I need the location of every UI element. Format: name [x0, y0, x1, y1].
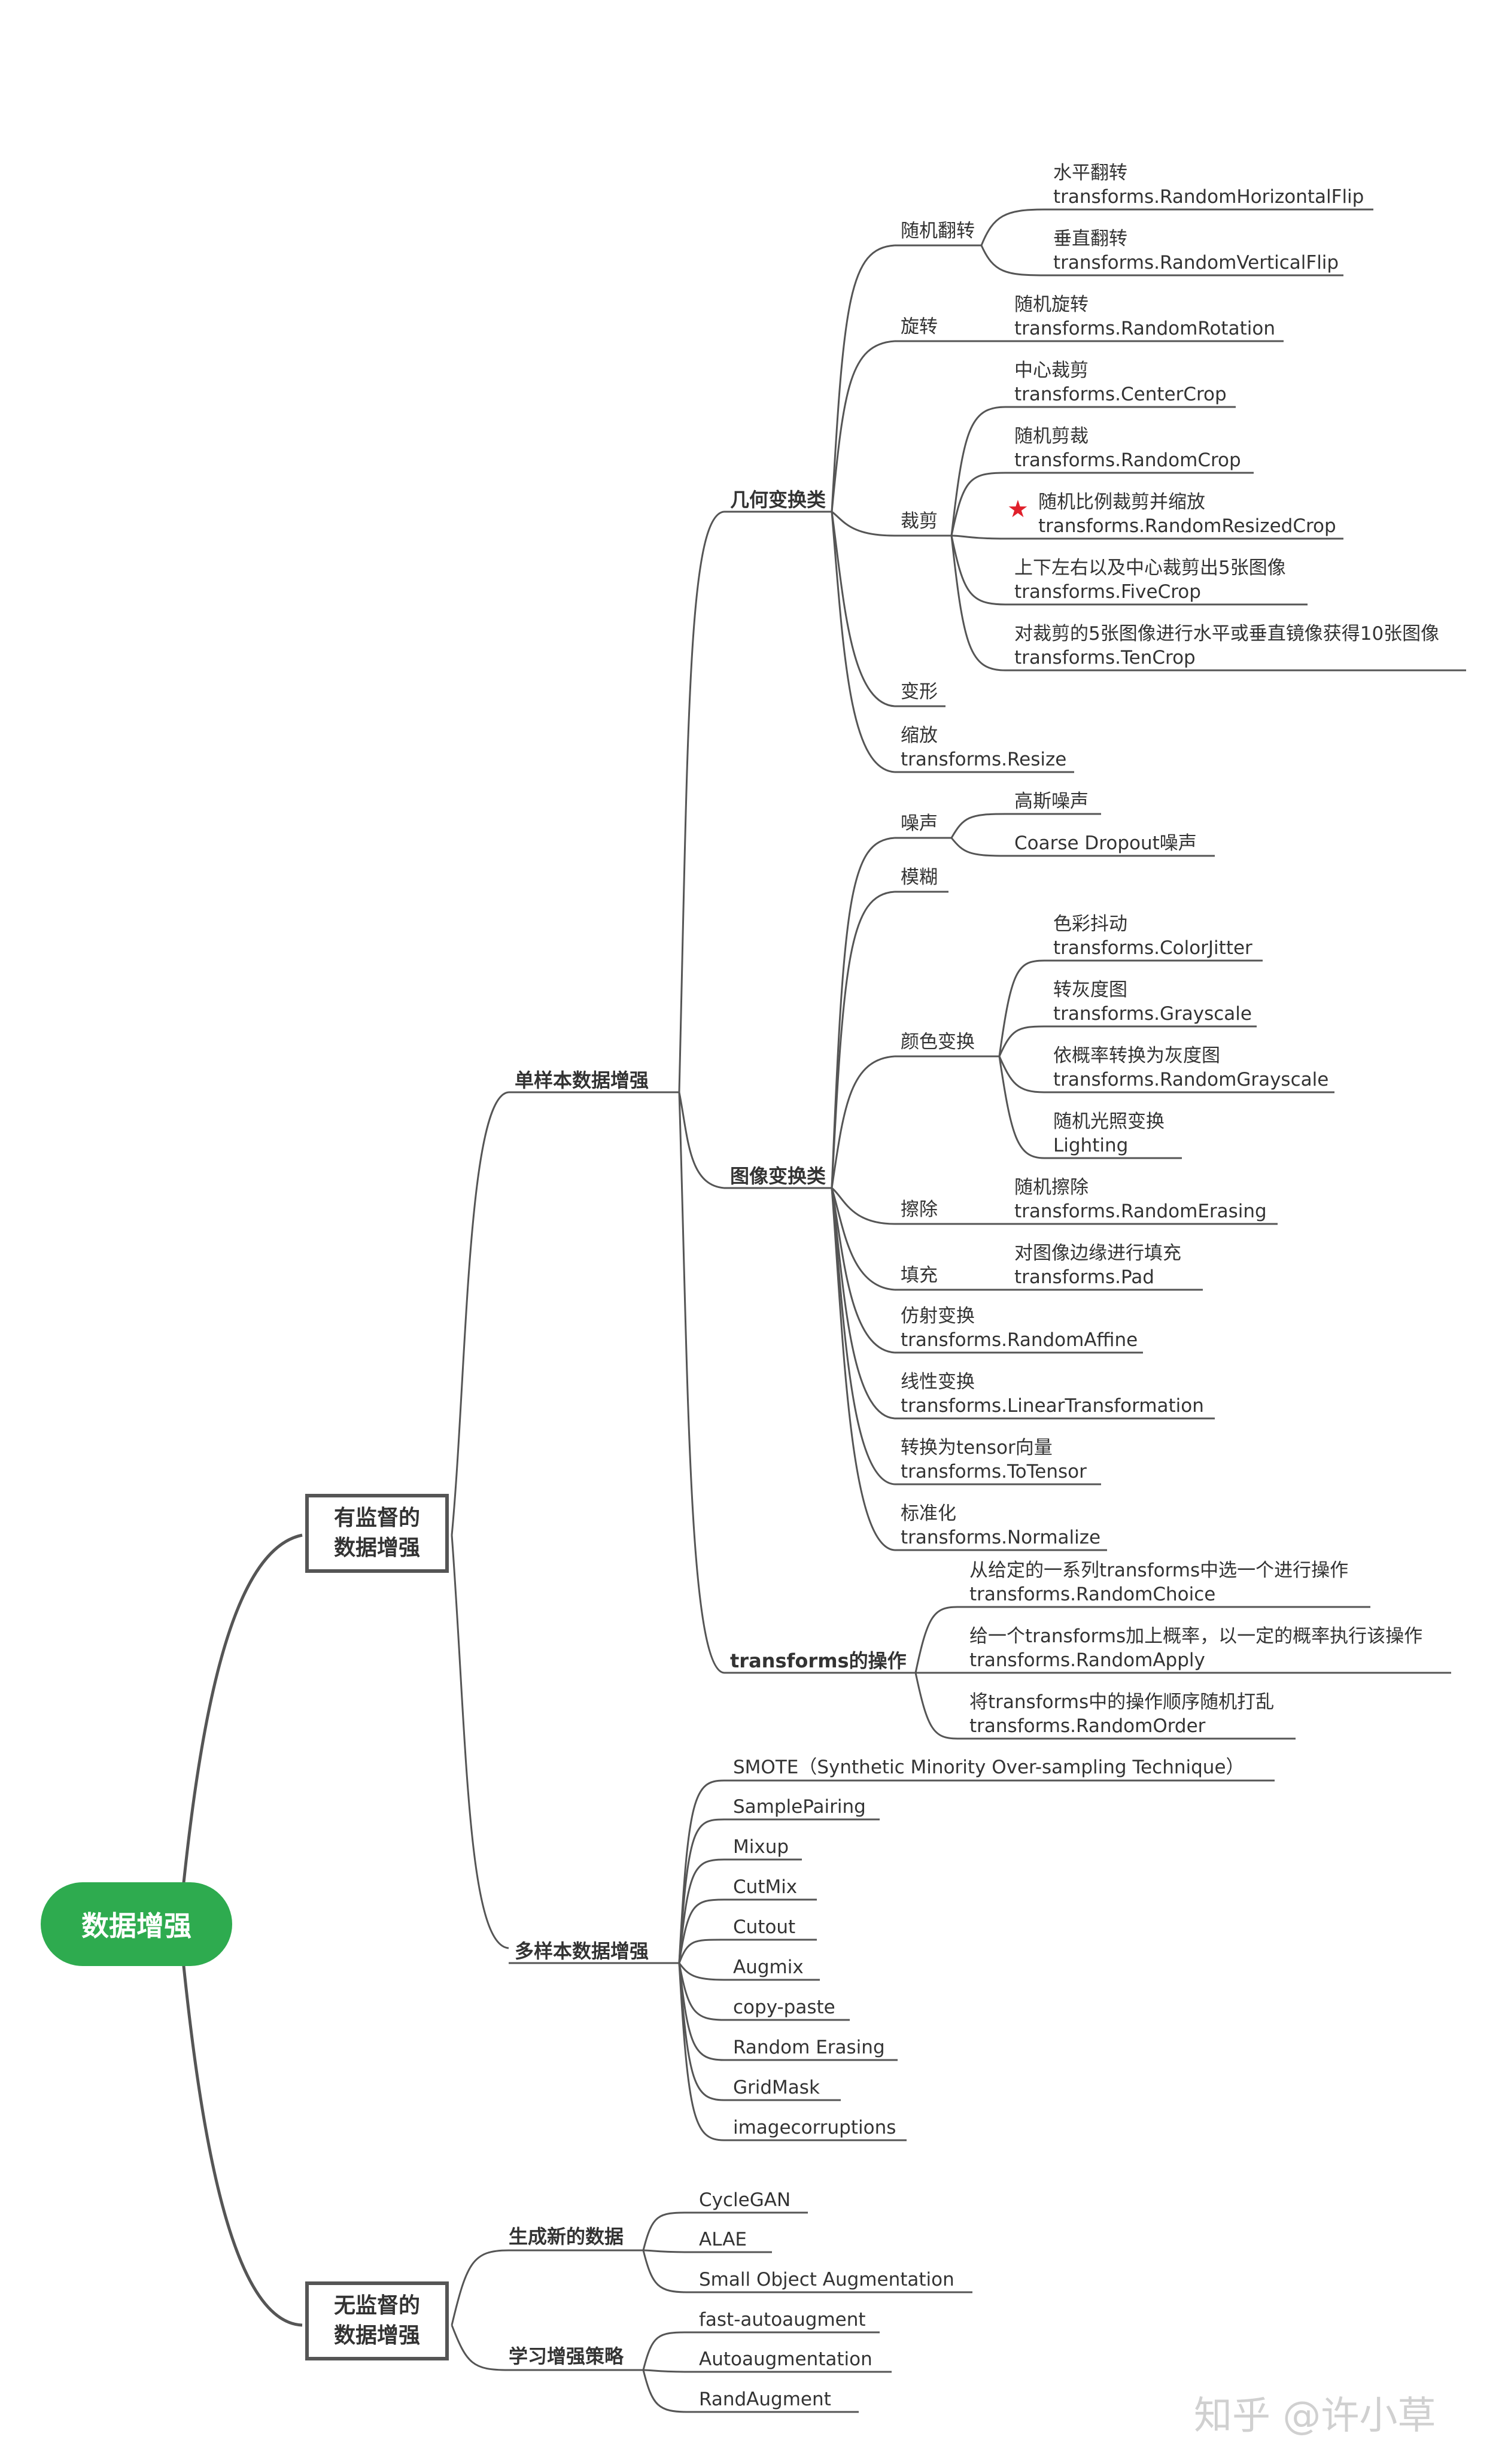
randomorder-api[interactable]: transforms.RandomOrder — [969, 1715, 1206, 1737]
normalize-title: 标准化 — [901, 1503, 956, 1524]
totensor-api[interactable]: transforms.ToTensor — [901, 1461, 1087, 1482]
grayscale-title: 转灰度图 — [1053, 979, 1127, 1001]
totensor-title: 转换为tensor向量 — [901, 1437, 1053, 1459]
centercrop-api[interactable]: transforms.CenterCrop — [1014, 384, 1227, 405]
pad-title: 对图像边缘进行填充 — [1014, 1242, 1181, 1264]
multi-item[interactable]: Augmix — [733, 1956, 804, 1978]
edge-single-geo — [678, 511, 725, 1093]
randomresizedcrop-api[interactable]: transforms.RandomResizedCrop — [1038, 515, 1336, 537]
edge-single-tfop — [678, 1092, 725, 1674]
randomgrayscale-api[interactable]: transforms.RandomGrayscale — [1053, 1069, 1329, 1090]
linear-title: 线性变换 — [901, 1371, 975, 1393]
pad-api[interactable]: transforms.Pad — [1014, 1266, 1154, 1288]
resize-title: 缩放 — [901, 725, 938, 746]
randomchoice-api[interactable]: transforms.RandomChoice — [969, 1584, 1216, 1605]
linear-api[interactable]: transforms.LinearTransformation — [901, 1395, 1204, 1417]
randomcrop-api[interactable]: transforms.RandomCrop — [1014, 449, 1241, 471]
deform-node[interactable]: 变形 — [901, 681, 938, 703]
tencrop-title: 对裁剪的5张图像进行水平或垂直镜像获得10张图像 — [1014, 623, 1440, 645]
hflip-api[interactable]: transforms.RandomHorizontalFlip — [1053, 186, 1364, 208]
gen-item[interactable]: Small Object Augmentation — [699, 2269, 954, 2290]
learn-item[interactable]: fast-autoaugment — [699, 2309, 866, 2331]
fill-node[interactable]: 填充 — [901, 1265, 938, 1286]
rotation-title: 随机旋转 — [1014, 294, 1089, 315]
multi-item[interactable]: imagecorruptions — [733, 2117, 896, 2138]
image-transform-node[interactable]: 图像变换类 — [730, 1165, 826, 1187]
learn-policy-node[interactable]: 学习增强策略 — [509, 2345, 624, 2368]
gaussian-noise[interactable]: 高斯噪声 — [1014, 791, 1089, 812]
supervised-label-2: 数据增强 — [333, 1536, 420, 1560]
randomchoice-title: 从给定的一系列transforms中选一个进行操作 — [969, 1560, 1349, 1581]
vflip-title: 垂直翻转 — [1053, 228, 1127, 250]
crop-node[interactable]: 裁剪 — [901, 511, 938, 532]
centercrop-title: 中心裁剪 — [1014, 360, 1089, 381]
edge-root-supervised — [178, 1533, 303, 1925]
lighting-api[interactable]: Lighting — [1053, 1135, 1129, 1156]
edge-supervised-single — [451, 1091, 509, 1536]
randomerasing-title: 随机擦除 — [1014, 1177, 1089, 1198]
randomapply-api[interactable]: transforms.RandomApply — [969, 1649, 1205, 1671]
tencrop-api[interactable]: transforms.TenCrop — [1014, 647, 1196, 669]
multi-item[interactable]: CutMix — [733, 1876, 798, 1898]
single-sample-node[interactable]: 单样本数据增强 — [515, 1069, 649, 1092]
randomerasing-api[interactable]: transforms.RandomErasing — [1014, 1201, 1267, 1222]
learn-item[interactable]: Autoaugmentation — [699, 2348, 872, 2370]
noise-node[interactable]: 噪声 — [901, 813, 938, 834]
grayscale-api[interactable]: transforms.Grayscale — [1053, 1003, 1252, 1025]
multi-item[interactable]: GridMask — [733, 2077, 820, 2098]
supervised-label-1: 有监督的 — [333, 1506, 420, 1530]
multi-item[interactable]: Mixup — [733, 1836, 789, 1858]
colorjitter-api[interactable]: transforms.ColorJitter — [1053, 937, 1252, 959]
normalize-api[interactable]: transforms.Normalize — [901, 1527, 1101, 1548]
affine-api[interactable]: transforms.RandomAffine — [901, 1329, 1138, 1351]
colorjitter-title: 色彩抖动 — [1053, 913, 1127, 935]
rotation-api[interactable]: transforms.RandomRotation — [1014, 318, 1275, 339]
flip-node[interactable]: 随机翻转 — [901, 220, 975, 242]
geometric-node[interactable]: 几何变换类 — [730, 488, 826, 511]
randomgrayscale-title: 依概率转换为灰度图 — [1053, 1045, 1220, 1067]
rotate-node[interactable]: 旋转 — [901, 316, 938, 338]
watermark: 知乎 @许小草 — [1194, 2394, 1436, 2438]
supervised-node[interactable]: 有监督的 数据增强 — [305, 1494, 449, 1573]
multi-item[interactable]: copy-paste — [733, 1997, 835, 2018]
randomresizedcrop-title: 随机比例裁剪并缩放 — [1038, 491, 1205, 513]
blur-node[interactable]: 模糊 — [901, 867, 938, 888]
edge-supervised-multi — [451, 1535, 509, 1949]
root-node[interactable]: 数据增强 — [41, 1882, 232, 1966]
learn-item[interactable]: RandAugment — [699, 2389, 831, 2410]
multi-sample-node[interactable]: 多样本数据增强 — [515, 1940, 649, 1962]
randomcrop-title: 随机剪裁 — [1014, 426, 1089, 447]
multi-item[interactable]: SamplePairing — [733, 1796, 866, 1818]
randomapply-title: 给一个transforms加上概率，以一定的概率执行该操作 — [969, 1626, 1423, 1647]
fivecrop-api[interactable]: transforms.FiveCrop — [1014, 581, 1201, 603]
color-transform-node[interactable]: 颜色变换 — [901, 1031, 975, 1053]
unsupervised-label-1: 无监督的 — [333, 2293, 420, 2318]
generate-data-node[interactable]: 生成新的数据 — [509, 2225, 624, 2248]
resize-api[interactable]: transforms.Resize — [901, 749, 1067, 770]
multi-item[interactable]: Random Erasing — [733, 2037, 885, 2058]
transforms-ops-node[interactable]: transforms的操作 — [730, 1649, 907, 1672]
multi-item[interactable]: Cutout — [733, 1916, 796, 1938]
edge-root-unsupervised — [178, 1924, 303, 2327]
multi-item[interactable]: SMOTE（Synthetic Minority Over-sampling T… — [733, 1757, 1245, 1778]
unsupervised-label-2: 数据增强 — [333, 2323, 420, 2348]
unsupervised-node[interactable]: 无监督的 数据增强 — [305, 2281, 449, 2360]
lighting-title: 随机光照变换 — [1053, 1111, 1165, 1132]
gen-item[interactable]: ALAE — [699, 2229, 747, 2250]
randomorder-title: 将transforms中的操作顺序随机打乱 — [969, 1691, 1275, 1713]
fivecrop-title: 上下左右以及中心裁剪出5张图像 — [1014, 557, 1286, 579]
erase-node[interactable]: 擦除 — [901, 1199, 938, 1220]
star-icon: ★ — [1007, 496, 1029, 523]
root-label: 数据增强 — [81, 1910, 191, 1942]
hflip-title: 水平翻转 — [1053, 162, 1127, 184]
vflip-api[interactable]: transforms.RandomVerticalFlip — [1053, 252, 1339, 274]
edge-single-img — [678, 1092, 725, 1189]
coarse-dropout-noise[interactable]: Coarse Dropout噪声 — [1014, 833, 1197, 854]
affine-title: 仿射变换 — [901, 1305, 975, 1327]
gen-item[interactable]: CycleGAN — [699, 2189, 791, 2211]
